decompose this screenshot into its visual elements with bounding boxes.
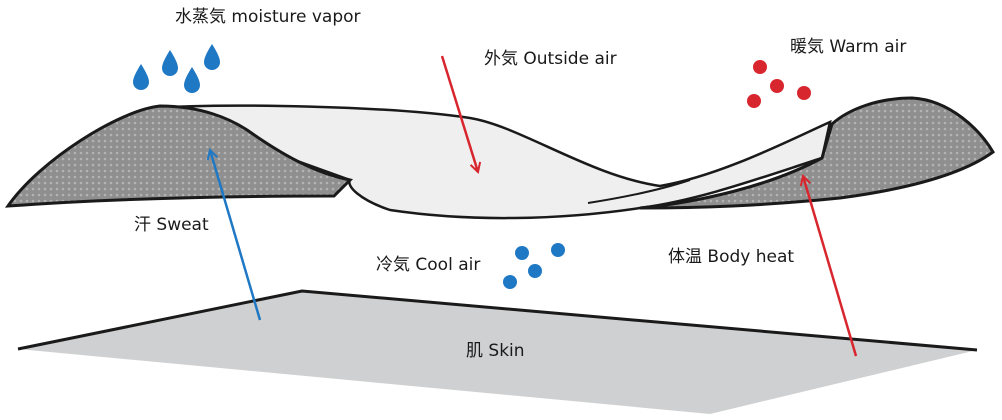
warm-air-dot-icon [747, 94, 761, 108]
body-heat-label: 体温 Body heat [668, 247, 795, 267]
cool-air-dot-icon [551, 243, 565, 257]
warm-air-dot-icon [770, 79, 784, 93]
cool-air-particles [503, 243, 565, 289]
outside-air-label: 外気 Outside air [484, 49, 617, 69]
water-drop-icon [133, 64, 149, 90]
cool-air-dot-icon [503, 275, 517, 289]
water-drop-icon [184, 67, 200, 93]
warm-air-label: 暖気 Warm air [790, 37, 907, 57]
fabric-membrane-fold [587, 179, 691, 204]
cool-air-dot-icon [515, 246, 529, 260]
warm-air-dot-icon [797, 86, 811, 100]
right-fabric-loft [639, 96, 995, 210]
cool-air-dot-icon [528, 264, 542, 278]
warm-air-particles [747, 60, 811, 108]
water-drop-icon [162, 50, 178, 76]
water-drop-icons [133, 44, 220, 93]
warm-air-dot-icon [753, 60, 767, 74]
sweat-label: 汗 Sweat [134, 215, 209, 235]
water-drop-icon [204, 44, 220, 70]
outside-air-arrow [440, 55, 478, 172]
body-heat-arrow [803, 176, 858, 357]
cool-air-label: 冷気 Cool air [376, 255, 481, 275]
sweat-arrow [210, 150, 262, 321]
skin-plane-edge [17, 289, 978, 352]
left-fabric-loft [4, 104, 354, 208]
skin-label: 肌 Skin [466, 341, 525, 361]
moisture-vapor-label: 水蒸気 moisture vapor [175, 7, 361, 27]
fabric-membrane [149, 104, 832, 220]
skin-plane [18, 291, 977, 414]
